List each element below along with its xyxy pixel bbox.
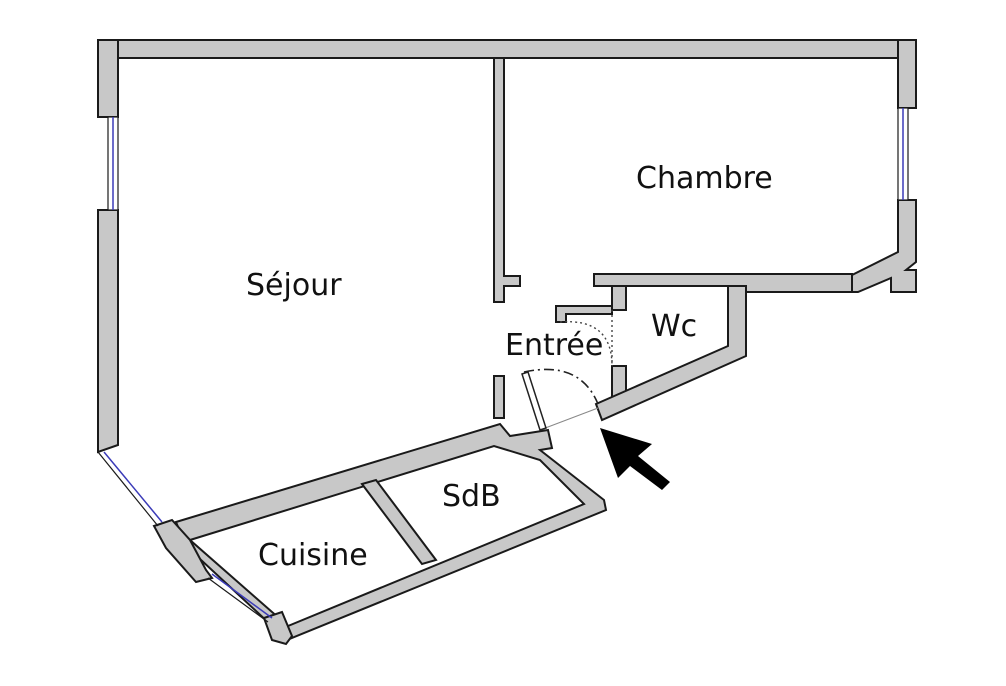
- room-label-cuisine: Cuisine: [258, 538, 368, 573]
- wall-top: [97, 39, 917, 59]
- room-label-sdb: SdB: [442, 479, 501, 514]
- wall-left-upper: [97, 39, 119, 118]
- sdb-cuisine-interior: [187, 444, 586, 628]
- room-label-wc: Wc: [651, 309, 697, 344]
- window-left-upper: [107, 116, 119, 211]
- window-right: [897, 107, 909, 201]
- room-label-entree: Entrée: [505, 328, 603, 363]
- wall-chambre-bottom: [593, 273, 853, 293]
- wall-left-middle: [97, 209, 119, 454]
- entrance-door: [521, 368, 599, 431]
- wall-wc-left: [611, 285, 627, 311]
- wall-wc-right: [594, 285, 747, 422]
- door-leaf: [521, 371, 547, 431]
- wall-divider-vertical: [493, 57, 521, 303]
- wc-door: [559, 310, 613, 367]
- wall-right-upper: [897, 39, 917, 109]
- wall-entree-step: [555, 305, 613, 323]
- door-swing-arc: [523, 368, 599, 405]
- wall-corner-1: [152, 518, 214, 584]
- wall-entree-stub: [493, 375, 505, 419]
- wall-sdb-cuisine-divider: [360, 478, 438, 566]
- window-bottom-diagonal: [207, 573, 273, 623]
- wall-corner-2: [262, 610, 294, 646]
- room-label-chambre: Chambre: [636, 161, 773, 196]
- entrance-arrow-icon: [600, 428, 670, 490]
- room-label-sejour: Séjour: [246, 268, 342, 303]
- window-left-diagonal: [97, 451, 163, 527]
